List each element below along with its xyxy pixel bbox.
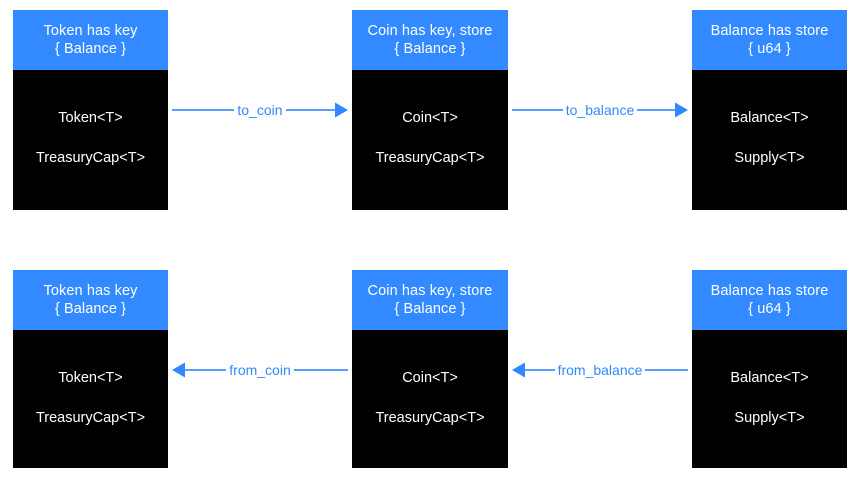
node-entry: TreasuryCap<T>	[35, 410, 146, 426]
node-entry: TreasuryCap<T>	[375, 150, 485, 166]
node-entry: Token<T>	[58, 370, 123, 386]
node-entry: Supply<T>	[734, 150, 805, 166]
node-body-coin-top: Coin<T> TreasuryCap<T>	[352, 70, 508, 210]
edge-label: from_balance	[554, 362, 646, 378]
node-header-line2: { Balance }	[54, 301, 127, 317]
node-header-line1: Token has key	[43, 23, 138, 39]
node-header-line2: { Balance }	[54, 41, 127, 57]
node-entry: Coin<T>	[402, 110, 458, 126]
node-header-line1: Token has key	[43, 283, 138, 299]
edge-label: from_coin	[226, 362, 294, 378]
node-entry: Balance<T>	[730, 370, 809, 386]
node-entry: TreasuryCap<T>	[375, 410, 485, 426]
node-header-token-top: Token has key { Balance }	[13, 10, 168, 70]
node-header-balance-top: Balance has store { u64 }	[692, 10, 847, 70]
node-header-coin-bottom: Coin has key, store { Balance }	[352, 270, 508, 330]
node-header-coin-top: Coin has key, store { Balance }	[352, 10, 508, 70]
node-header-balance-bottom: Balance has store { u64 }	[692, 270, 847, 330]
node-header-line2: { u64 }	[748, 301, 791, 317]
edge-from-balance[interactable]: from_balance	[512, 353, 688, 387]
node-token-top[interactable]: Token has key { Balance } Token<T> Treas…	[13, 10, 168, 210]
node-coin-bottom[interactable]: Coin has key, store { Balance } Coin<T> …	[352, 270, 508, 468]
node-body-coin-bottom: Coin<T> TreasuryCap<T>	[352, 330, 508, 468]
node-entry: Supply<T>	[734, 410, 805, 426]
edge-label: to_coin	[234, 102, 286, 118]
edge-label: to_balance	[562, 102, 638, 118]
node-header-line2: { Balance }	[394, 301, 466, 317]
node-body-token-bottom: Token<T> TreasuryCap<T>	[13, 330, 168, 468]
edge-from-coin[interactable]: from_coin	[172, 353, 348, 387]
node-body-balance-top: Balance<T> Supply<T>	[692, 70, 847, 210]
node-entry: Token<T>	[58, 110, 123, 126]
node-coin-top[interactable]: Coin has key, store { Balance } Coin<T> …	[352, 10, 508, 210]
node-header-line2: { Balance }	[394, 41, 466, 57]
node-entry: Balance<T>	[730, 110, 809, 126]
node-balance-bottom[interactable]: Balance has store { u64 } Balance<T> Sup…	[692, 270, 847, 468]
edge-to-coin[interactable]: to_coin	[172, 93, 348, 127]
node-balance-top[interactable]: Balance has store { u64 } Balance<T> Sup…	[692, 10, 847, 210]
node-header-token-bottom: Token has key { Balance }	[13, 270, 168, 330]
node-entry: Coin<T>	[402, 370, 458, 386]
node-header-line1: Coin has key, store	[367, 23, 493, 39]
node-entry: TreasuryCap<T>	[35, 150, 146, 166]
node-header-line1: Balance has store	[710, 23, 829, 39]
edge-to-balance[interactable]: to_balance	[512, 93, 688, 127]
node-header-line1: Balance has store	[710, 283, 829, 299]
node-header-line2: { u64 }	[748, 41, 791, 57]
node-token-bottom[interactable]: Token has key { Balance } Token<T> Treas…	[13, 270, 168, 468]
node-body-token-top: Token<T> TreasuryCap<T>	[13, 70, 168, 210]
node-body-balance-bottom: Balance<T> Supply<T>	[692, 330, 847, 468]
node-header-line1: Coin has key, store	[367, 283, 493, 299]
